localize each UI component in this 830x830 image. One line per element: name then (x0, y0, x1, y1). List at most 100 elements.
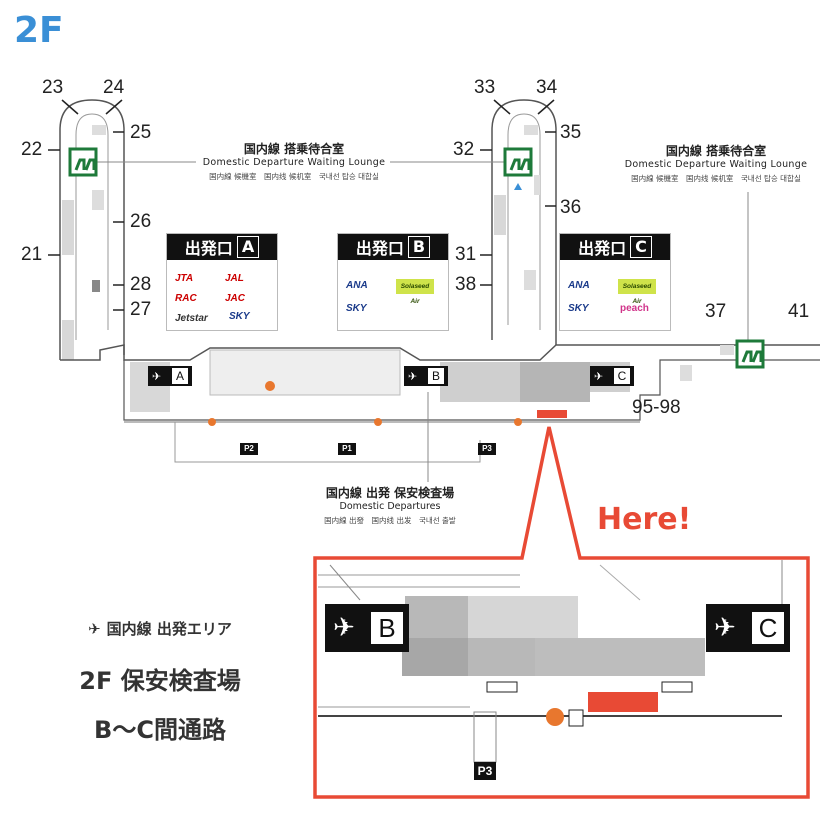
here-marker-zoom (588, 692, 658, 712)
gate-number: 27 (130, 299, 152, 320)
gate-number: 28 (130, 274, 152, 295)
airline-logo: RAC (175, 293, 197, 304)
left-pier-outline (59, 99, 125, 360)
gate-number: 38 (455, 274, 477, 295)
you-arrow-icon (514, 183, 522, 190)
airline-logo: peach (620, 303, 649, 314)
escalator-icon (486, 681, 518, 693)
gate-sign-letter: C (614, 368, 630, 384)
lounge-label-sub: 国内線 候機室 国内线 候机室 국내선 탑승 대합실 (209, 172, 379, 181)
right-pier-block (494, 195, 506, 235)
gate-number: 23 (42, 77, 64, 98)
lounge-label: 国内線 搭乗待合室 Domestic Departure Waiting Lou… (618, 142, 814, 184)
left-pier-block (92, 125, 106, 135)
parking-sign: P3 (478, 443, 496, 455)
gate-number: 33 (474, 77, 496, 98)
concourse-block (680, 365, 692, 381)
gate-number: 41 (788, 301, 810, 322)
exit-letter: B (407, 236, 431, 258)
airplane-icon: ✈ (333, 613, 355, 643)
airline-logo: SKY (229, 311, 250, 322)
gate-number: 34 (536, 77, 558, 98)
concourse-outline (60, 344, 820, 361)
lounge-label-sub: 国内線 候機室 国内线 候机室 국내선 탑승 대합실 (631, 174, 801, 183)
airline-logo: Solaseed Air (396, 279, 434, 305)
concourse-block (440, 362, 520, 402)
zoom-gate-sign-c: ✈ C (706, 604, 790, 652)
zoom-callout (313, 426, 810, 799)
info-point-icon (546, 708, 564, 726)
airplane-icon: ✈ (152, 369, 162, 383)
parking-sign: P1 (338, 443, 356, 455)
gate-sign-letter: B (371, 612, 403, 644)
right-pier-block (534, 175, 540, 195)
gate-number: 37 (705, 301, 727, 322)
gate-number: 35 (560, 122, 582, 143)
left-pier-block (62, 320, 74, 360)
right-pier-block (524, 125, 538, 135)
parking-sign-p3: P3 (474, 762, 496, 780)
airline-logo: Solaseed Air (618, 279, 656, 305)
exit-letter: A (236, 236, 260, 258)
gate-number: 22 (21, 139, 43, 160)
departures-label: 国内線 出発 保安検査場 Domestic Departures 国内線 出發 … (290, 484, 490, 526)
area-caption: ✈ 国内線 出発エリア 2F 保安検査場 B〜C間通路 (40, 618, 280, 745)
concourse-outline (123, 359, 820, 421)
lounge-label: 国内線 搭乗待合室 Domestic Departure Waiting Lou… (196, 140, 392, 182)
airline-logo: ANA (346, 280, 368, 291)
airline-logo: SKY (346, 303, 367, 314)
airplane-icon: ✈ (408, 369, 418, 383)
airline-logo: JTA (175, 273, 194, 284)
zoom-gate-sign-b: ✈ B (325, 604, 409, 652)
gate-number: 25 (130, 122, 152, 143)
right-pier-inner (507, 113, 541, 330)
gate-sign-letter: A (172, 368, 188, 384)
floor-label: 2F (14, 10, 64, 51)
caption-line-2: 2F 保安検査場 (79, 667, 241, 695)
gate-sign-b: ✈ B (404, 366, 448, 386)
airplane-icon: ✈ (88, 619, 101, 638)
departures-label-en: Domestic Departures (339, 501, 441, 512)
gate-number: 21 (21, 244, 43, 265)
info-point-icon (265, 381, 275, 391)
exit-title: 出発口 (578, 239, 627, 258)
airplane-icon: ✈ (594, 369, 604, 383)
exit-letter: C (630, 236, 652, 258)
exit-title: 出発口 (184, 239, 233, 258)
caption-line-1: ✈ 国内線 出発エリア (40, 618, 280, 639)
parking-sign: P2 (240, 443, 258, 455)
escalator-icon (661, 681, 693, 693)
airline-logo: JAL (225, 273, 244, 284)
elevator-icon (568, 709, 584, 727)
gate-tick (537, 99, 555, 115)
here-label: Here! (597, 502, 692, 537)
exit-title: 出発口 (355, 239, 404, 258)
gate-tick (61, 99, 79, 115)
caption-area: 国内線 出発エリア (106, 620, 232, 638)
gate-number: 26 (130, 211, 152, 232)
info-point-icon (374, 418, 382, 426)
gate-sign-letter: C (752, 612, 784, 644)
lounge-icon (503, 147, 533, 177)
zoom-inset (318, 560, 783, 763)
left-pier-block (92, 280, 100, 292)
walkway-line (174, 422, 481, 463)
info-point-icon (514, 418, 522, 426)
departures-label-sub: 国内線 出發 国内线 出发 국내선 출발 (324, 516, 456, 525)
lounge-label-en: Domestic Departure Waiting Lounge (202, 157, 386, 168)
lounge-label-jp: 国内線 搭乗待合室 (665, 144, 767, 158)
concourse-block (720, 345, 734, 355)
airline-logo: SKY (568, 303, 589, 314)
concourse-block (520, 362, 590, 402)
left-pier-block (62, 200, 74, 255)
airplane-icon: ✈ (714, 613, 736, 643)
gate-number: 32 (453, 139, 475, 160)
caption-line-3: B〜C間通路 (94, 716, 226, 744)
left-pier-block (92, 190, 104, 210)
